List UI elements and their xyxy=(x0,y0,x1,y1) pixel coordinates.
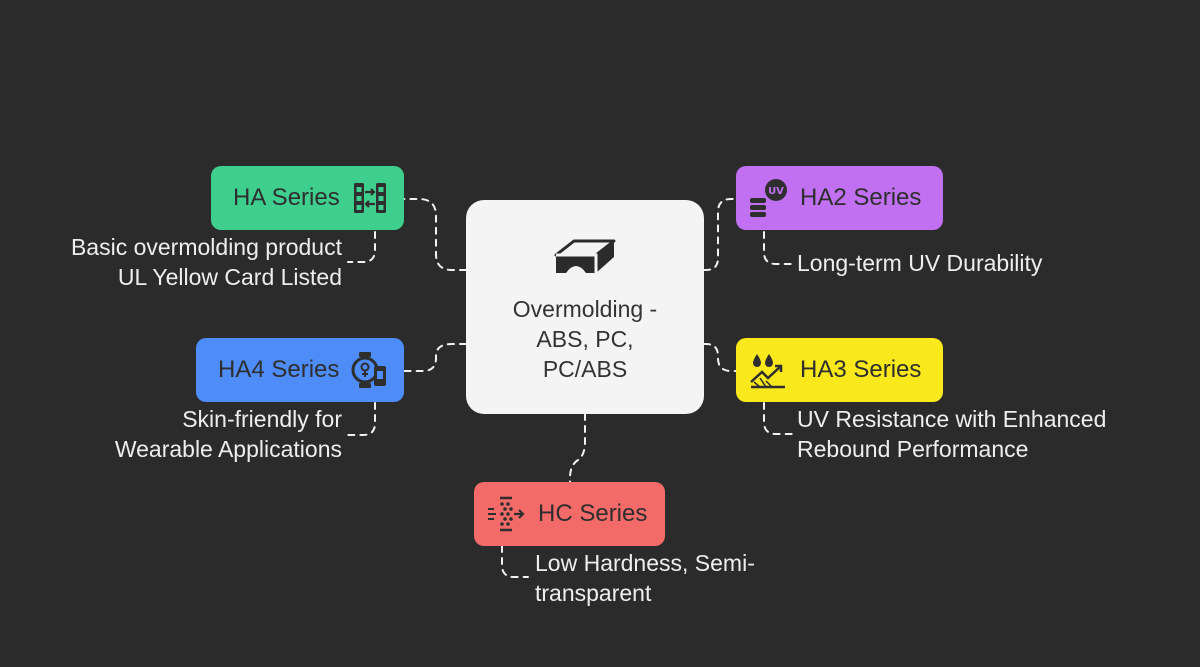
central-node[interactable]: Overmolding - ABS, PC, PC/ABS xyxy=(466,200,704,414)
connector-hc xyxy=(569,413,586,483)
connector-hc-desc xyxy=(501,545,529,578)
connector-ha xyxy=(403,198,467,271)
ha3-series-label: HA3 Series xyxy=(800,356,922,383)
smartwatch-gender-icon xyxy=(351,352,387,388)
ha4-series-node[interactable]: HA4 Series xyxy=(196,338,404,402)
drops-rebound-icon xyxy=(750,354,785,389)
uv-stack-icon: UV xyxy=(750,179,787,217)
box-icon xyxy=(554,239,616,273)
ha2-series-description: Long-term UV Durability xyxy=(797,250,1043,276)
ha3-series-description: UV Resistance with Enhanced Rebound Perf… xyxy=(797,406,1107,462)
ha4-series-description: Skin-friendly for Wearable Applications xyxy=(114,406,342,462)
svg-text:UV: UV xyxy=(768,186,784,197)
connector-ha3-desc xyxy=(763,402,793,435)
hc-series-node[interactable]: HC Series xyxy=(474,482,665,546)
ha-series-node[interactable]: HA Series xyxy=(211,166,404,230)
ha2-series-node[interactable]: UV HA2 Series xyxy=(736,166,943,230)
filter-arrow-icon xyxy=(488,496,525,532)
connector-ha4-desc xyxy=(347,402,376,436)
connector-ha-desc xyxy=(347,231,376,263)
central-node-title: Overmolding - ABS, PC, PC/ABS xyxy=(512,296,658,382)
connector-ha2 xyxy=(703,198,737,271)
ha3-series-node[interactable]: HA3 Series xyxy=(736,338,943,402)
ha2-series-label: HA2 Series xyxy=(800,184,922,211)
connector-ha4 xyxy=(403,343,467,372)
ha-series-description: Basic overmolding product UL Yellow Card… xyxy=(70,234,342,290)
hc-series-label: HC Series xyxy=(538,500,648,527)
ha4-series-label: HA4 Series xyxy=(218,356,340,383)
hc-series-description: Low Hardness, Semi- transparent xyxy=(535,550,755,606)
columns-arrows-icon xyxy=(353,183,386,213)
connector-ha2-desc xyxy=(763,231,793,265)
connector-ha3 xyxy=(703,343,737,372)
ha-series-label: HA Series xyxy=(233,184,340,211)
